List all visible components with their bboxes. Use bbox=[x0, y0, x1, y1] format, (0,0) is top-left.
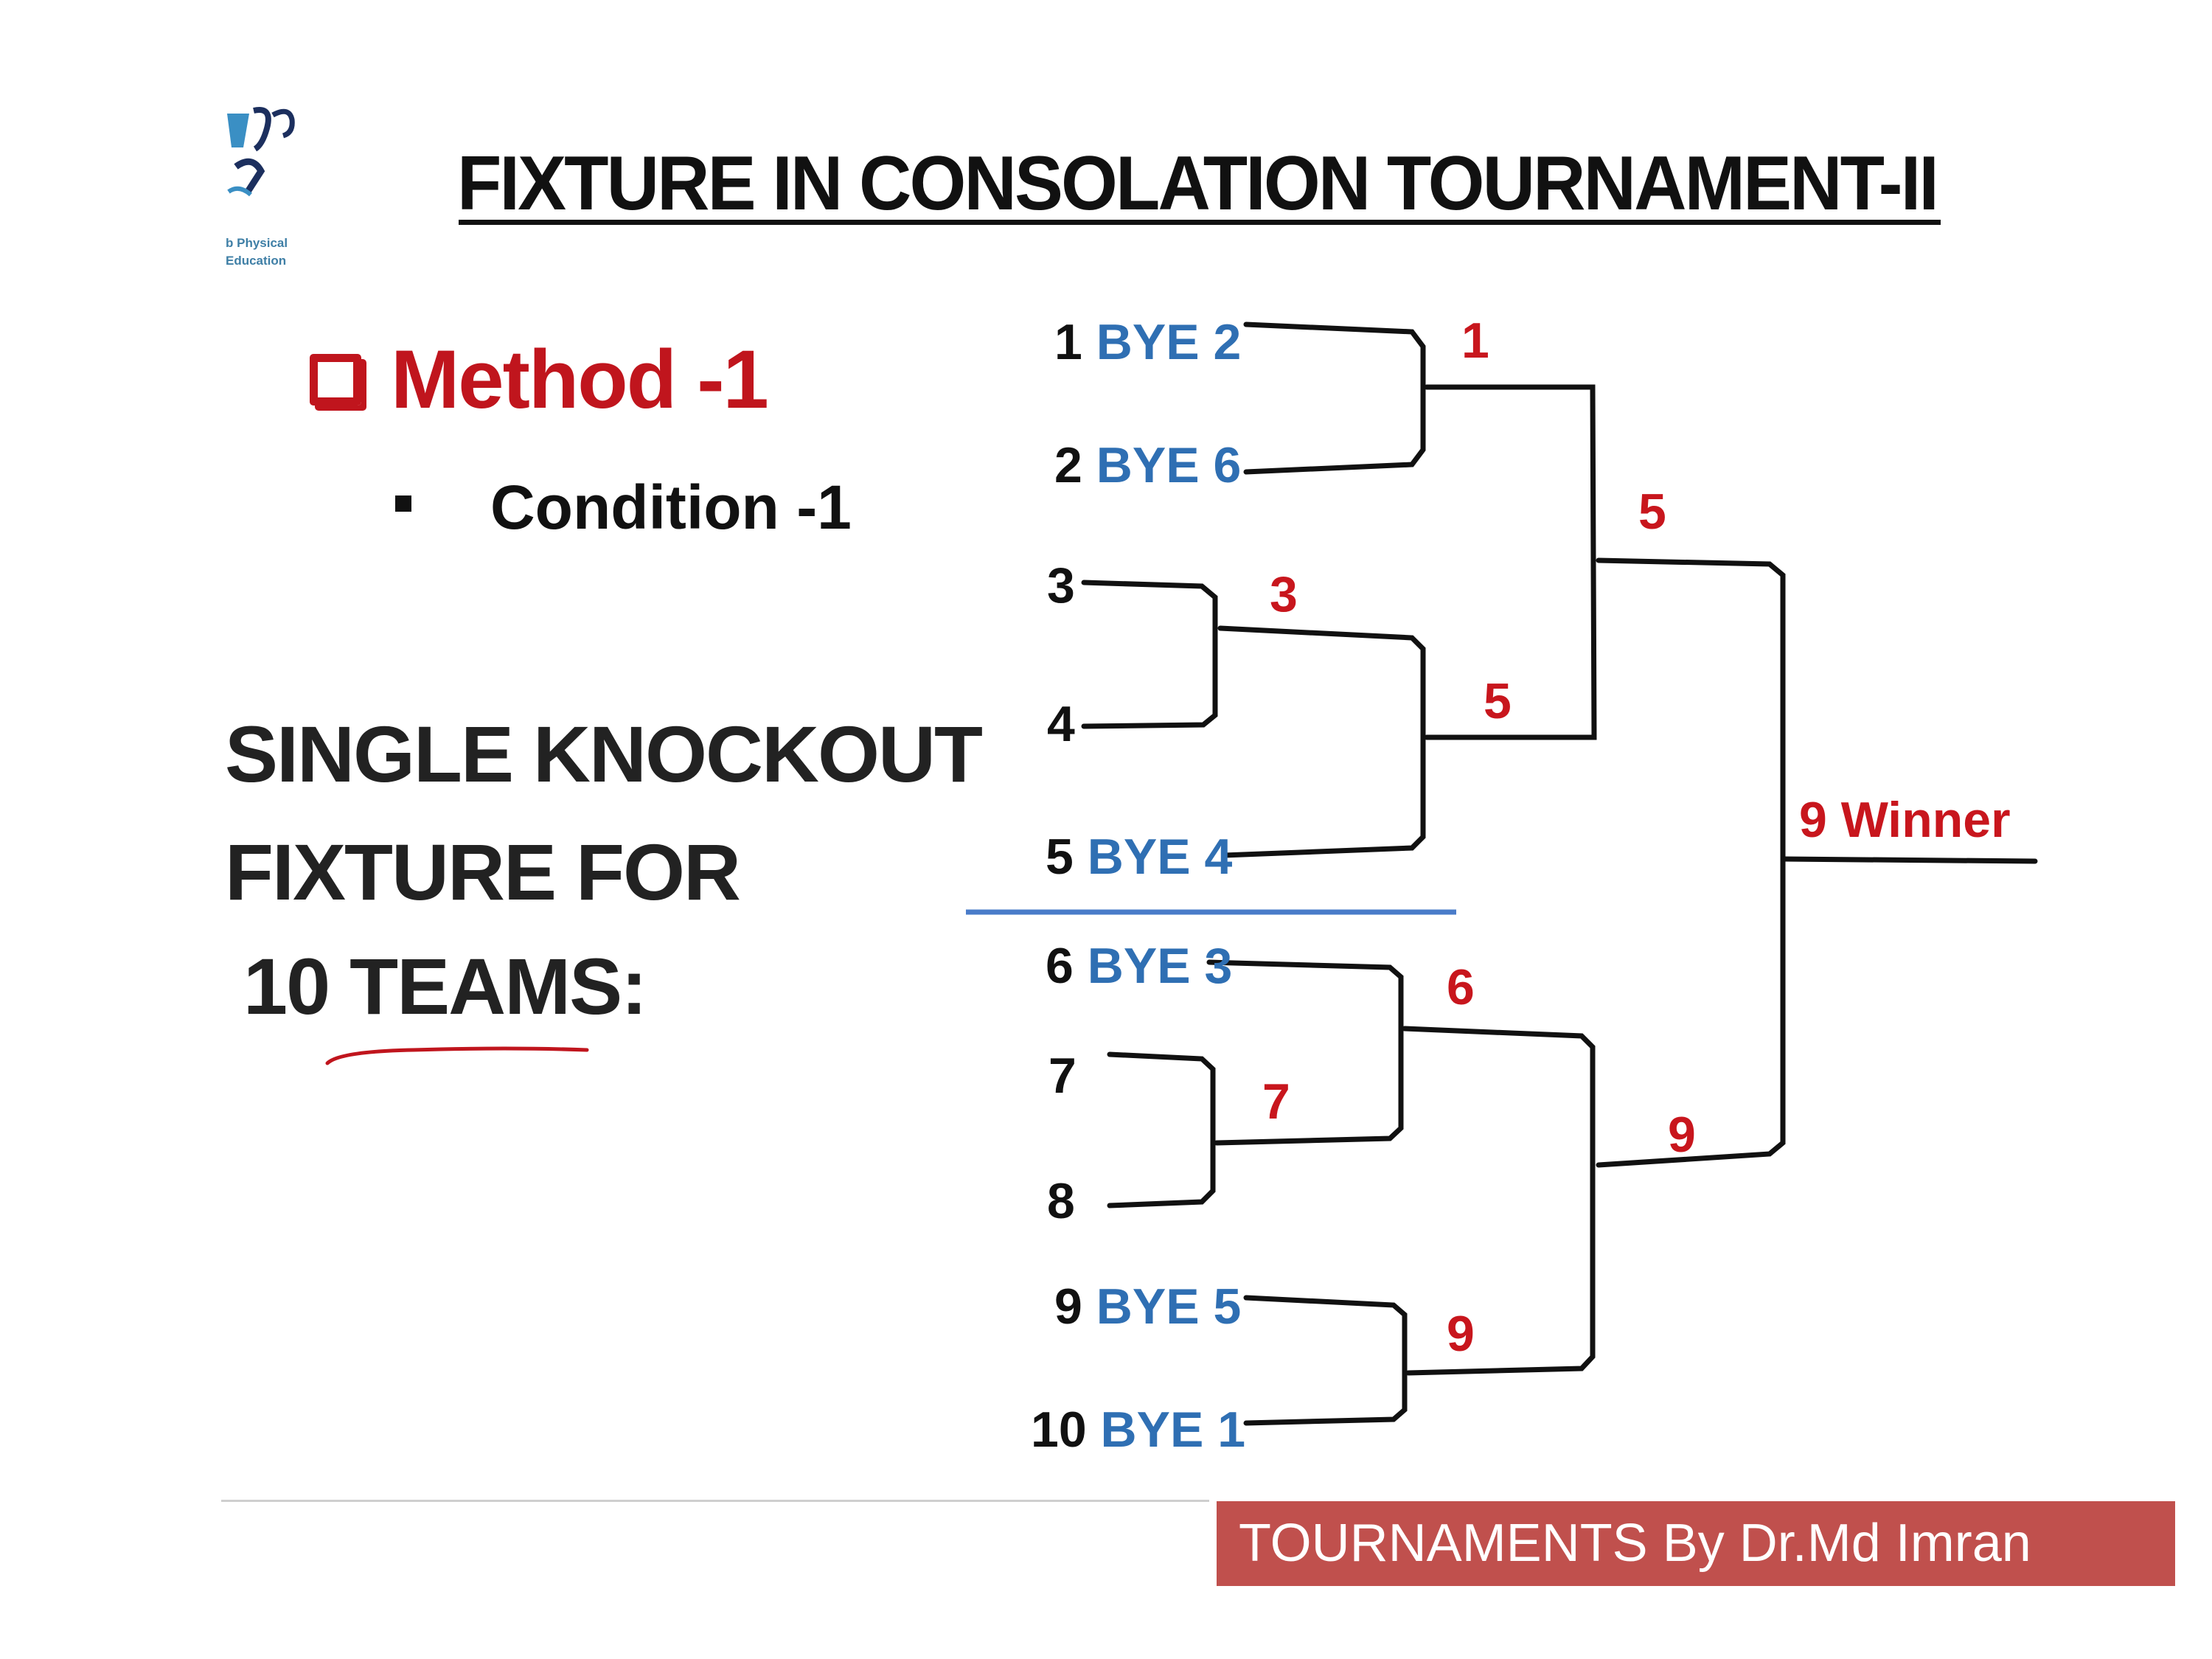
team-number: 3 bbox=[1047, 557, 1075, 613]
checkbox-icon bbox=[310, 353, 361, 406]
team-number: 2 bbox=[1054, 437, 1082, 493]
team-number: 7 bbox=[1048, 1048, 1077, 1104]
winner-line bbox=[1781, 856, 2038, 864]
team-number: 1 bbox=[1054, 314, 1082, 370]
knockout-line-2: FIXTURE FOR bbox=[225, 827, 741, 917]
team-3-row: 3 bbox=[1047, 560, 1075, 611]
match-r3-bottom-bracket bbox=[1402, 1026, 1596, 1376]
condition-label: Condition -1 bbox=[490, 473, 852, 542]
match-r2-top-bracket bbox=[1424, 384, 1597, 740]
method-heading: Method -1 bbox=[310, 332, 769, 427]
team-8-row: 8 bbox=[1047, 1176, 1075, 1226]
match-3-4-bracket bbox=[1081, 580, 1218, 729]
logo bbox=[221, 103, 317, 280]
logo-caption: b Physical Education bbox=[226, 236, 288, 268]
team-2-row: 2 BYE 6 bbox=[1054, 440, 1241, 490]
team-1-row: 1 BYE 2 bbox=[1054, 317, 1241, 367]
team-5-row: 5 BYE 4 bbox=[1046, 832, 1232, 882]
team-6-row: 6 BYE 3 bbox=[1046, 941, 1232, 991]
winner-r1-top: 1 bbox=[1461, 313, 1489, 369]
bye-label: BYE 2 bbox=[1096, 314, 1242, 370]
team-number: 5 bbox=[1046, 829, 1074, 885]
title-underline bbox=[459, 220, 1941, 225]
runner-logo-icon bbox=[227, 107, 295, 197]
team-number: 4 bbox=[1047, 696, 1075, 752]
bullet-icon bbox=[395, 495, 411, 512]
team-9-row: 9 BYE 5 bbox=[1054, 1281, 1241, 1332]
method-label: Method -1 bbox=[391, 333, 769, 425]
winner-r1-6: 6 bbox=[1447, 959, 1475, 1015]
bye-label: BYE 1 bbox=[1100, 1402, 1246, 1458]
knockout-line-1: SINGLE KNOCKOUT bbox=[225, 709, 983, 799]
page-title: FIXTURE IN CONSOLATION TOURNAMENT-II bbox=[457, 141, 1939, 226]
bye-label: BYE 5 bbox=[1096, 1279, 1242, 1335]
match-6-78-bracket bbox=[1206, 959, 1404, 1146]
match-34-5-bracket bbox=[1217, 625, 1426, 858]
footer-banner: TOURNAMENTS By Dr.Md Imran bbox=[1217, 1501, 2175, 1586]
team-number: 6 bbox=[1046, 938, 1074, 994]
bye-label: BYE 4 bbox=[1087, 829, 1233, 885]
match-final-bracket bbox=[1596, 557, 1786, 1168]
match-1-2-bracket bbox=[1243, 321, 1426, 475]
team-10-row: 10 BYE 1 bbox=[1031, 1405, 1245, 1455]
bye-label: BYE 3 bbox=[1087, 938, 1233, 994]
bottom-divider bbox=[221, 1500, 1209, 1502]
team-4-row: 4 bbox=[1047, 699, 1075, 749]
match-7-8-bracket bbox=[1107, 1051, 1216, 1208]
match-9-10-bracket bbox=[1243, 1295, 1408, 1426]
winner-r2-top: 5 bbox=[1484, 673, 1512, 729]
winner-r3-bottom: 9 bbox=[1668, 1107, 1696, 1163]
winner-r3-top: 5 bbox=[1638, 484, 1666, 540]
final-winner: 9 Winner bbox=[1799, 792, 2011, 848]
team-number: 10 bbox=[1031, 1402, 1087, 1458]
handwritten-underline bbox=[325, 1046, 589, 1065]
team-number: 8 bbox=[1047, 1173, 1075, 1229]
team-7-row: 7 bbox=[1048, 1051, 1077, 1101]
winner-r1-3-4: 3 bbox=[1270, 566, 1298, 622]
team-number: 9 bbox=[1054, 1279, 1082, 1335]
winner-r1-7-8: 7 bbox=[1262, 1074, 1290, 1130]
bye-label: BYE 6 bbox=[1096, 437, 1242, 493]
knockout-line-3: 10 TEAMS: bbox=[243, 942, 647, 1031]
winner-r1-9-10: 9 bbox=[1447, 1306, 1475, 1362]
